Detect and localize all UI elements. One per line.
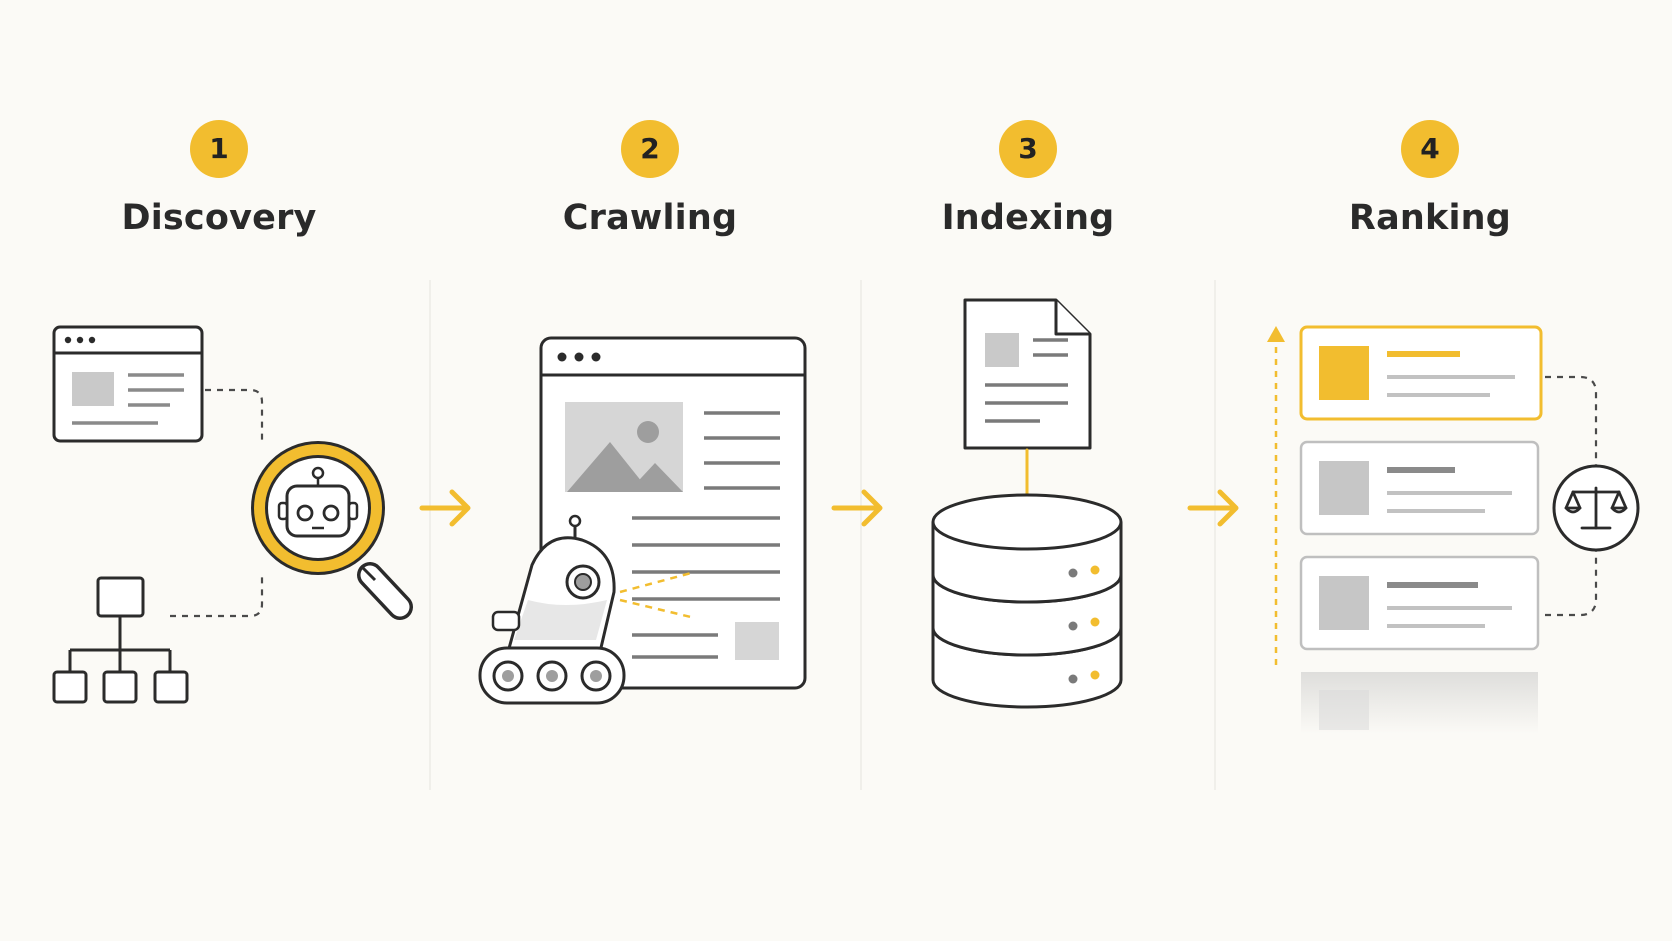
- crawler-robot-icon: [478, 514, 696, 705]
- step-number-badge: 3: [999, 120, 1057, 178]
- rank-up-arrow: [1267, 326, 1285, 665]
- step-title: Indexing: [941, 198, 1115, 238]
- browser-window-icon: [52, 325, 204, 443]
- connector-lines: [1545, 375, 1598, 617]
- step-number-badge: 2: [621, 120, 679, 178]
- step-title: Ranking: [1348, 198, 1512, 238]
- step-crawling: 2 Crawling: [470, 120, 830, 238]
- magnifier-robot-icon: [251, 441, 413, 620]
- step-number-badge: 1: [190, 120, 248, 178]
- step-title: Crawling: [562, 198, 738, 238]
- step-discovery: 1 Discovery: [39, 120, 399, 238]
- step-number-badge: 4: [1401, 120, 1459, 178]
- database-icon: [931, 493, 1123, 709]
- step-title: Discovery: [121, 198, 317, 238]
- step-ranking: 4 Ranking: [1250, 120, 1610, 238]
- arrow-right-icon: [1187, 489, 1239, 527]
- scales-icon: [1552, 464, 1640, 552]
- column-dividers: [429, 280, 1216, 790]
- arrow-right-icon: [419, 489, 471, 527]
- arrow-right-icon: [831, 489, 883, 527]
- connector-lines: [170, 388, 264, 618]
- ranked-results-icon: [1299, 325, 1543, 734]
- step-indexing: 3 Indexing: [848, 120, 1208, 238]
- sitemap-icon: [52, 576, 189, 704]
- document-icon: [963, 298, 1092, 450]
